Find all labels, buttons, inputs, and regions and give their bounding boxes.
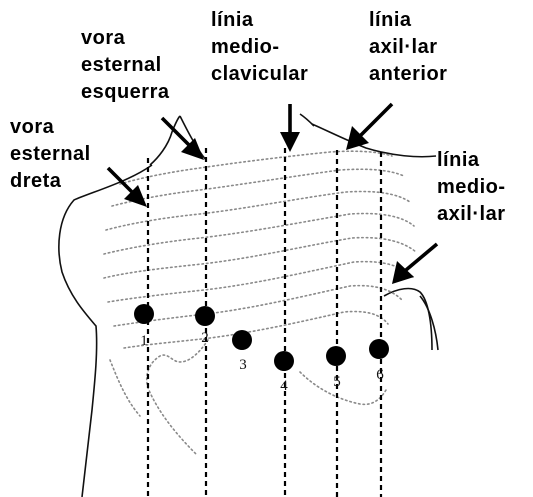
rib-7 xyxy=(114,286,402,326)
electrode-v6 xyxy=(369,339,389,359)
arrow-anterior-axillary xyxy=(346,104,392,150)
rib-6 xyxy=(108,262,414,302)
label-midclavicular-line1: línia xyxy=(211,9,254,31)
arrow-left-sternal xyxy=(162,118,204,160)
rib-cage xyxy=(104,151,416,454)
label-right-sternal-line1: vora xyxy=(10,116,55,138)
torso-right-neck xyxy=(300,114,314,126)
label-left-sternal: vora esternal esquerra xyxy=(81,27,170,103)
label-mid-axillary-line2: medio- xyxy=(437,176,506,198)
label-midclavicular-line2: medio- xyxy=(211,36,280,58)
rib-8 xyxy=(124,312,388,349)
rib-right-lower xyxy=(300,372,386,404)
label-left-sternal-line2: esternal xyxy=(81,54,162,76)
arrow-right-sternal xyxy=(108,168,147,207)
label-anterior-axillary-line1: línia xyxy=(369,9,412,31)
rib-1 xyxy=(120,151,392,184)
label-midclavicular: línia medio- clavicular xyxy=(211,9,308,85)
electrode-v3 xyxy=(232,330,252,350)
electrode-v2 xyxy=(195,306,215,326)
costal-margin xyxy=(147,340,208,454)
electrode-numbers: 1 2 3 4 5 6 xyxy=(140,330,384,394)
rib-left-lower xyxy=(110,360,140,416)
electrode-number-3: 3 xyxy=(239,357,247,373)
label-mid-axillary: línia medio- axil·lar xyxy=(437,149,506,225)
label-right-sternal-line2: esternal xyxy=(10,143,91,165)
electrode-number-1: 1 xyxy=(140,333,148,349)
label-left-sternal-line1: vora xyxy=(81,27,126,49)
armpit-curve xyxy=(384,289,432,350)
electrode-v5 xyxy=(326,346,346,366)
label-mid-axillary-line1: línia xyxy=(437,149,480,171)
label-anterior-axillary-line3: anterior xyxy=(369,63,447,85)
rib-4 xyxy=(104,214,414,255)
arrow-midclavicular xyxy=(280,104,300,152)
label-mid-axillary-line3: axil·lar xyxy=(437,203,505,225)
rib-5 xyxy=(104,238,416,278)
label-left-sternal-line3: esquerra xyxy=(81,81,170,103)
label-anterior-axillary-line2: axil·lar xyxy=(369,36,437,58)
electrode-number-6: 6 xyxy=(376,367,384,383)
label-right-sternal: vora esternal dreta xyxy=(10,116,91,192)
electrode-v4 xyxy=(274,351,294,371)
reference-lines xyxy=(148,148,381,497)
electrode-number-2: 2 xyxy=(201,330,209,346)
label-midclavicular-line3: clavicular xyxy=(211,63,308,85)
electrodes xyxy=(134,304,389,371)
label-right-sternal-line3: dreta xyxy=(10,170,62,192)
electrode-v1 xyxy=(134,304,154,324)
torso-left-edge xyxy=(59,165,152,497)
electrode-number-5: 5 xyxy=(333,374,341,390)
label-anterior-axillary: línia axil·lar anterior xyxy=(369,9,447,85)
torso-right-edge xyxy=(420,296,438,350)
electrode-number-4: 4 xyxy=(280,378,288,394)
